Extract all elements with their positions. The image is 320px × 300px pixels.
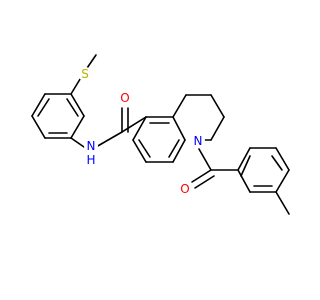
bond — [70, 115, 85, 139]
molecule-diagram: S N H O N O — [31, 54, 290, 215]
bonds — [31, 54, 290, 215]
bond — [237, 169, 251, 193]
bond — [198, 148, 212, 171]
bond — [31, 93, 46, 117]
amide-nitrogen-atom: N H — [84, 139, 98, 167]
amide-oxygen-label: O — [120, 91, 129, 105]
bond — [172, 116, 186, 141]
bond — [95, 131, 123, 148]
bond — [168, 139, 180, 158]
bond — [210, 116, 225, 141]
sulfur-atom: S — [78, 67, 92, 81]
bond — [132, 139, 147, 163]
bond — [275, 191, 290, 215]
bond — [172, 139, 186, 163]
amide-oxygen-atom: O — [118, 91, 132, 105]
bond — [37, 98, 50, 117]
acyl-oxygen-atom: O — [178, 182, 192, 196]
bond — [132, 116, 147, 141]
structure-canvas: S N H O N O — [31, 54, 290, 215]
bond — [271, 155, 283, 171]
bond — [121, 116, 147, 133]
bond — [66, 98, 79, 117]
bond — [275, 147, 290, 171]
bond — [138, 139, 151, 158]
bond — [275, 169, 290, 193]
ring-nitrogen-label: N — [194, 134, 203, 148]
bond — [70, 137, 85, 148]
amide-nitrogen-label: N — [87, 139, 96, 153]
amide-hydrogen-label: H — [86, 153, 95, 167]
bond — [194, 175, 215, 189]
bond — [210, 94, 225, 118]
bond — [237, 147, 251, 171]
bond — [191, 169, 212, 183]
bond — [172, 94, 187, 118]
atom-labels: S N H O N O — [78, 67, 205, 196]
bond — [31, 115, 46, 139]
bond — [70, 93, 85, 117]
sulfur-label: S — [81, 67, 89, 81]
ring-nitrogen-atom: N — [191, 134, 205, 148]
acyl-oxygen-label: O — [180, 182, 189, 196]
bond — [240, 155, 251, 177]
